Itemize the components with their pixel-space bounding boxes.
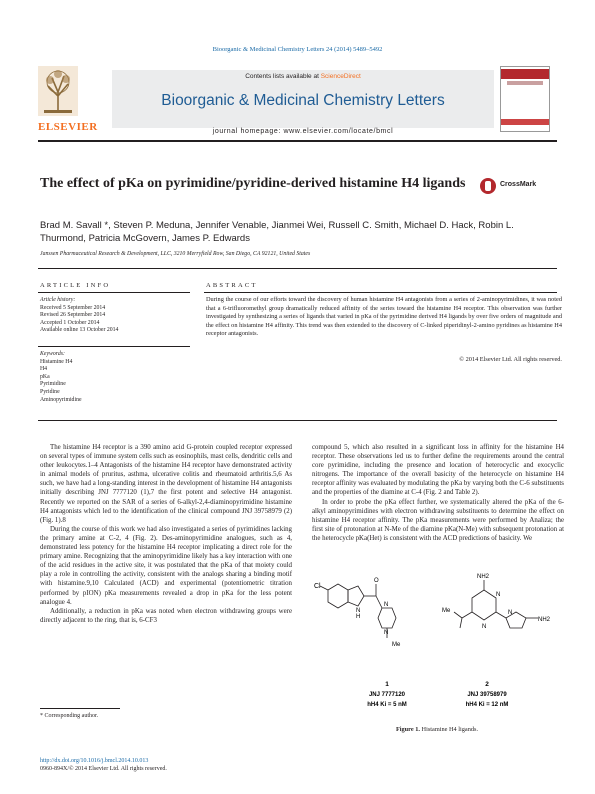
keyword-item: pKa [40, 373, 50, 380]
keywords-rule [38, 346, 190, 347]
cover-top-bar [501, 69, 549, 79]
keyword-item: Pyridine [40, 388, 60, 395]
abstract-text: During the course of our efforts toward … [206, 296, 562, 337]
compound-2-structure [453, 580, 538, 629]
compound-name: JNJ 39758979 [467, 692, 507, 698]
atom-label: N [496, 592, 500, 598]
homepage-link[interactable]: www.elsevier.com/locate/bmcl [283, 128, 394, 135]
figure-caption-text: Histamine H4 ligands. [421, 726, 479, 733]
contents-prefix: Contents lists available at [245, 73, 321, 80]
homepage-prefix: journal homepage: [212, 128, 284, 135]
body-column-left: The histamine H4 receptor is a 390 amino… [40, 443, 292, 625]
publisher-name: ELSEVIER [38, 121, 98, 133]
atom-label: Cl [314, 583, 321, 590]
body-paragraph: compound 5, which also resulted in a sig… [312, 444, 564, 497]
affiliation: Janssen Pharmaceutical Research & Develo… [40, 251, 311, 257]
journal-citation[interactable]: Bioorganic & Medicinal Chemistry Letters… [212, 46, 383, 53]
body-paragraph: Additionally, a reduction in pKa was not… [40, 607, 292, 624]
author-list: Brad M. Savall *, Steven P. Meduna, Jenn… [40, 220, 514, 244]
article-info-rule [38, 292, 190, 293]
atom-label: Me [442, 608, 451, 614]
atom-label: H [356, 614, 360, 620]
atom-label: O [374, 578, 379, 584]
header-rule [38, 140, 557, 142]
article-info-heading: Article info [40, 282, 111, 289]
atom-label: N [384, 602, 388, 608]
history-item: Available online 13 October 2014 [40, 327, 119, 334]
journal-header-band [112, 70, 494, 128]
figure-caption: Figure 1. Histamine H4 ligands. [312, 726, 562, 733]
journal-title: Bioorganic & Medicinal Chemistry Letters [161, 92, 445, 109]
body-paragraph: During the course of this work we had al… [40, 525, 292, 606]
figure-caption-label: Figure 1. [395, 726, 420, 733]
atom-label: Me [392, 642, 401, 648]
sciencedirect-link[interactable]: ScienceDirect [320, 73, 361, 80]
atom-label: N [508, 610, 512, 616]
elsevier-tree-icon [38, 66, 78, 116]
cover-bottom-bar [501, 119, 549, 125]
abstract-heading: Abstract [206, 282, 258, 289]
body-column-right: compound 5, which also resulted in a sig… [312, 443, 564, 543]
compound-name: JNJ 7777120 [369, 692, 406, 698]
abstract-bottom-rule [38, 420, 557, 421]
keywords: Keywords: Histamine H4 H4 pKa Pyrimidine… [40, 351, 190, 404]
atom-label: NH2 [538, 617, 551, 623]
keyword-item: Pyrimidine [40, 381, 66, 388]
history-item: Revised 26 September 2014 [40, 312, 106, 319]
article-title: The effect of pKa on pyrimidine/pyridine… [40, 176, 466, 191]
history-item: Received 5 September 2014 [40, 304, 106, 311]
body-paragraph: In order to probe the pKa effect further… [312, 498, 564, 542]
crossmark-label: CrossMark [500, 181, 537, 188]
crossmark-icon [480, 178, 496, 194]
history-item: Accepted 1 October 2014 [40, 319, 100, 326]
atom-label: N [482, 624, 486, 630]
corresponding-author-note: * Corresponding author. [40, 713, 99, 719]
chemical-structures: Cl N H O N N Me NH2 N N Me N NH2 1 JNJ 7… [314, 574, 551, 708]
crossmark-badge[interactable]: CrossMark [480, 178, 560, 198]
compound-number: 2 [485, 681, 489, 688]
doi-link[interactable]: http://dx.doi.org/10.1016/j.bmcl.2014.10… [40, 758, 149, 764]
history-label: Article history: [40, 297, 76, 303]
article-history: Article history: Received 5 September 20… [40, 297, 190, 335]
atom-label: N [384, 630, 388, 636]
compound-number: 1 [385, 681, 389, 688]
abstract-rule [204, 292, 557, 293]
cover-title-lines [507, 81, 543, 85]
body-paragraph: The histamine H4 receptor is a 390 amino… [40, 444, 292, 524]
doi-block: http://dx.doi.org/10.1016/j.bmcl.2014.10… [40, 757, 167, 773]
journal-cover-thumbnail[interactable] [500, 66, 550, 132]
footnote-rule [40, 708, 120, 709]
keyword-item: Aminopyrimidine [40, 396, 82, 403]
atom-label: NH2 [477, 574, 490, 580]
compound-ki: hH4 Ki = 5 nM [367, 702, 407, 708]
journal-homepage: journal homepage: www.elsevier.com/locat… [112, 128, 494, 135]
compound-ki: hH4 Ki = 12 nM [466, 702, 509, 708]
keyword-item: H4 [40, 366, 48, 373]
abstract-copyright: © 2014 Elsevier Ltd. All rights reserved… [459, 356, 562, 363]
keywords-label: Keywords: [40, 351, 65, 357]
figure-1: Cl N H O N N Me NH2 N N Me N NH2 1 JNJ 7… [312, 568, 560, 718]
compound-1-structure [319, 583, 397, 638]
atom-label: N [356, 608, 360, 614]
keyword-item: Histamine H4 [40, 358, 73, 365]
issn-line: 0960-894X/© 2014 Elsevier Ltd. All right… [40, 766, 167, 772]
elsevier-logo: ELSEVIER [38, 66, 98, 133]
section-rule [38, 268, 557, 269]
contents-line: Contents lists available at ScienceDirec… [112, 73, 494, 80]
